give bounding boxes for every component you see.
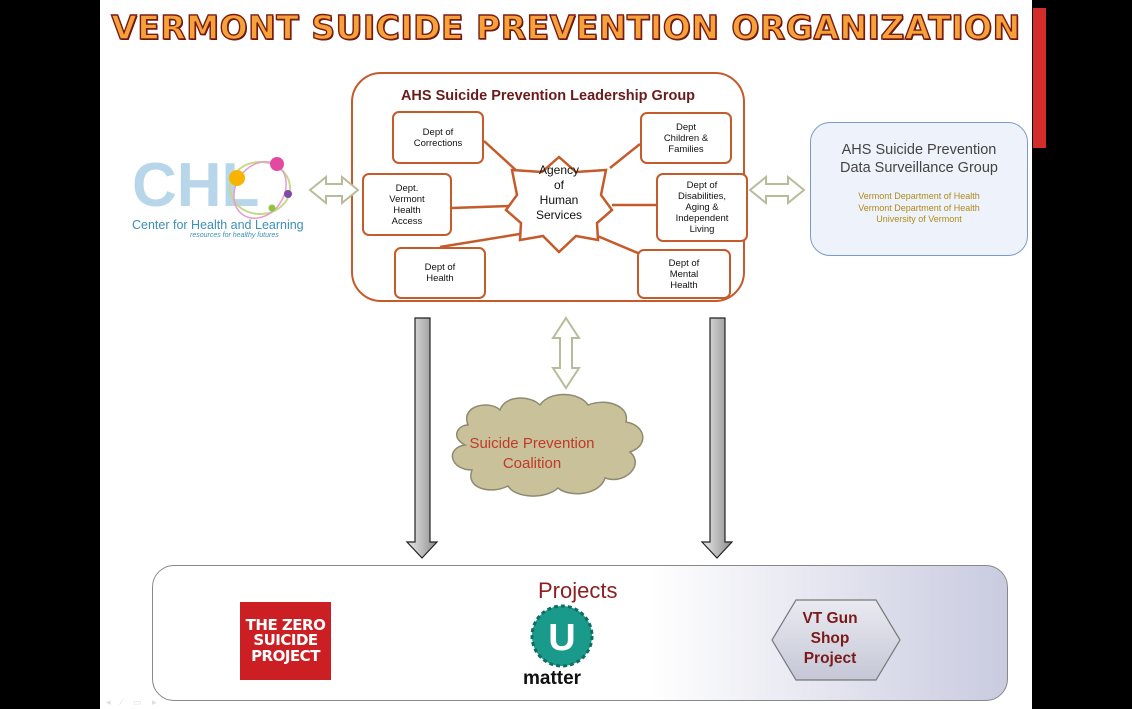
surveillance-member: Vermont Department of Health [858, 191, 980, 201]
coalition-cloud [451, 393, 644, 497]
umatter-letter: U [548, 617, 575, 659]
dept-children-families: Dept Children & Families [640, 112, 732, 164]
zero-suicide-logo: THE ZERO SUICIDE PROJECT [240, 602, 331, 680]
surveillance-title: AHS Suicide Prevention Data Surveillance… [840, 142, 998, 176]
dept-vermont-health-access: Dept. Vermont Health Access [362, 173, 452, 236]
data-surveillance-group: AHS Suicide Prevention Data Surveillance… [810, 122, 1028, 256]
diagram-connectors [308, 140, 806, 559]
chl-tagline: resources for healthy futures [190, 232, 279, 239]
agency-of-human-services: Agency of Human Services [535, 163, 582, 222]
dept-disabilities-aging: Dept of Disabilities, Aging & Independen… [656, 173, 748, 242]
slide-nav-icons[interactable]: ◂ ⁄ ▭ ▸ [106, 697, 161, 707]
slide: VERMONT SUICIDE PREVENTION ORGANIZATION … [100, 0, 1032, 709]
umatter-logo: U [530, 604, 594, 668]
red-accent-bar [1033, 8, 1046, 148]
dept-health: Dept of Health [394, 247, 486, 299]
umatter-circle-icon [532, 606, 592, 666]
slide-title: VERMONT SUICIDE PREVENTION ORGANIZATION [111, 7, 1021, 47]
surveillance-member: University of Vermont [876, 214, 962, 224]
chl-logo: CHL [132, 151, 292, 220]
pink-dot-icon [270, 157, 284, 171]
down-arrow-right-icon [700, 317, 734, 559]
green-dot-icon [268, 204, 276, 212]
dept-corrections: Dept of Corrections [392, 111, 484, 164]
gun-shop-badge [771, 599, 901, 681]
double-arrow-right-icon [748, 174, 806, 206]
double-arrow-left-icon [308, 174, 360, 206]
leadership-group-title: AHS Suicide Prevention Leadership Group [400, 88, 696, 104]
double-arrow-vertical-icon [551, 316, 581, 390]
chl-name: Center for Health and Learning [132, 218, 304, 232]
orange-dot-icon [229, 170, 245, 186]
down-arrow-left-icon [405, 317, 439, 559]
umatter-text: matter [523, 668, 582, 689]
gun-shop-label: VT Gun Shop Project [802, 610, 858, 667]
dept-mental-health: Dept of Mental Health [637, 249, 731, 299]
coalition-label: Suicide Prevention Coalition [469, 435, 595, 472]
projects-title: Projects [538, 578, 618, 603]
surveillance-member: Vermont Department of Health [858, 202, 980, 213]
purple-dot-icon [284, 190, 292, 198]
agency-star [504, 155, 614, 254]
surveillance-members: Vermont Department of Health Vermont Dep… [811, 191, 1027, 226]
